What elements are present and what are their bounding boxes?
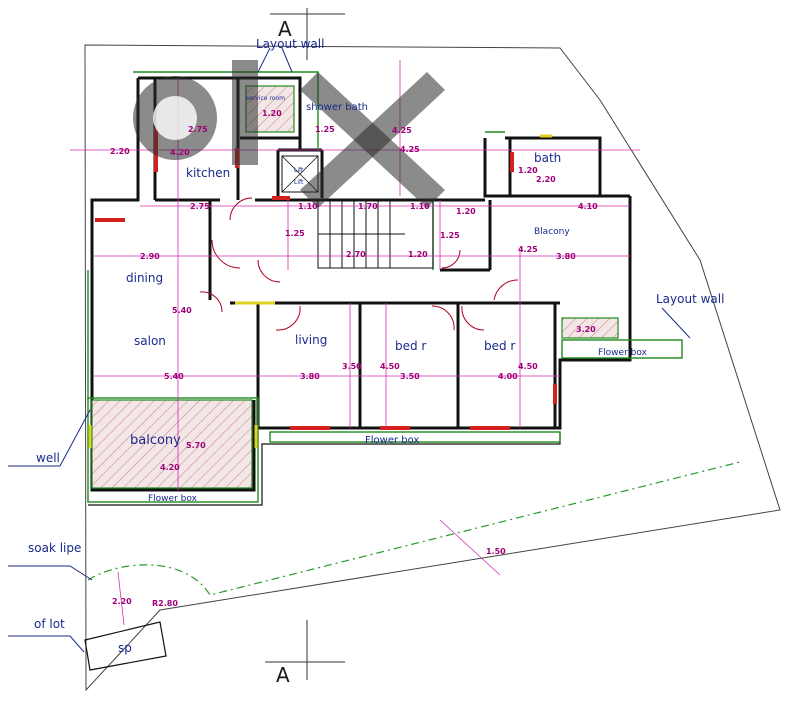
dim-1-10-a: 1.10 xyxy=(298,202,318,211)
stairs xyxy=(317,199,434,269)
watermark-logo xyxy=(133,60,445,208)
dim-5-40-a: 5.40 xyxy=(172,306,192,315)
dim-1-10-b: 1.10 xyxy=(410,202,430,211)
annotation-of-lot: of lot xyxy=(34,617,65,631)
dim-4-50-a: 4.50 xyxy=(380,362,400,371)
green-outline xyxy=(87,71,683,503)
dim-4-25-b: 4.25 xyxy=(400,145,420,154)
dim-3-80-a: 3.80 xyxy=(556,252,576,261)
dim-4-20: 4.20 xyxy=(170,148,190,157)
dim-2-20-left: 2.20 xyxy=(110,147,130,156)
dim-1-20-a: 1.20 xyxy=(262,109,282,118)
dim-2-20-bath: 2.20 xyxy=(536,175,556,184)
room-label-dining: dining xyxy=(126,271,163,285)
lot-boundary xyxy=(84,44,781,692)
dim-5-40-b: 5.40 xyxy=(164,372,184,381)
dim-3-80-b: 3.80 xyxy=(300,372,320,381)
dim-r2-80: R2.80 xyxy=(152,599,178,608)
bl-hatch xyxy=(561,317,619,339)
leader-lines xyxy=(8,47,691,653)
section-mark-top: A xyxy=(278,17,292,41)
dim-2-20-c: 2.20 xyxy=(112,597,132,606)
dim-3-50-b: 3.50 xyxy=(400,372,420,381)
dim-3-50-a: 3.50 xyxy=(342,362,362,371)
dim-1-20-c: 1.20 xyxy=(518,166,538,175)
room-label-kitchen: kitchen xyxy=(186,166,230,180)
dim-5-70: 5.70 xyxy=(186,441,206,450)
dim-4-25-a: 4.25 xyxy=(392,126,412,135)
room-label-sp: sp xyxy=(118,641,132,655)
room-label-bed-1: bed r xyxy=(395,339,426,353)
annotation-flower-box-1: Flower box xyxy=(148,494,198,504)
room-label-living: living xyxy=(295,333,327,347)
annotation-flower-box-3: Flower box xyxy=(598,348,648,358)
dim-4-50-b: 4.50 xyxy=(518,362,538,371)
room-label-blacony: Blacony xyxy=(534,227,570,237)
dim-1-25-a: 1.25 xyxy=(315,125,335,134)
exterior-walls xyxy=(88,76,632,506)
dim-4-10: 4.10 xyxy=(578,202,598,211)
section-line: A A xyxy=(265,8,345,687)
dim-2-90: 2.90 xyxy=(140,252,160,261)
annotation-soak-lipe: soak lipe xyxy=(28,541,81,555)
doors xyxy=(199,197,519,331)
dim-1-20-d: 1.20 xyxy=(408,250,428,259)
dim-1-70: 1.70 xyxy=(358,202,378,211)
dim-4-00: 4.00 xyxy=(498,372,518,381)
annotation-flower-box-2: Flower box xyxy=(365,435,419,446)
annotation-well: well xyxy=(36,451,60,465)
annotation-layout-wall-top: Layout wall xyxy=(256,37,324,51)
dimension-labels: 2.20 2.75 1.25 1.20 4.25 4.25 4.20 2.75 … xyxy=(110,109,598,608)
dim-3-20: 3.20 xyxy=(576,325,596,334)
room-label-balcony: balcony xyxy=(130,433,181,448)
annotation-layout-wall-right: Layout wall xyxy=(656,292,724,306)
balcony-hatch xyxy=(91,399,253,489)
sp-box xyxy=(84,621,167,671)
room-label-salon: salon xyxy=(134,334,166,348)
dim-1-20-b: 1.20 xyxy=(456,207,476,216)
dim-4-20-b: 4.20 xyxy=(160,463,180,472)
annotation-lift-1: Lift xyxy=(294,167,304,174)
section-mark-bottom: A xyxy=(276,663,290,687)
dim-2-75-b: 2.75 xyxy=(190,202,210,211)
annotations: Layout wall Layout wall Flower box Flowe… xyxy=(28,37,724,631)
dim-2-75-a: 2.75 xyxy=(188,125,208,134)
room-label-bed-2: bed r xyxy=(484,339,515,353)
room-labels: kitchen dining salon living bed r bed r … xyxy=(118,95,570,655)
dim-1-25-b: 1.25 xyxy=(285,229,305,238)
annotation-lift-2: Lift xyxy=(294,179,304,186)
property-line xyxy=(87,461,741,596)
room-label-bath: bath xyxy=(534,151,561,165)
room-label-service-room: service room xyxy=(246,95,285,102)
dim-4-25-c: 4.25 xyxy=(518,245,538,254)
dim-2-70: 2.70 xyxy=(346,250,366,259)
room-label-shower-bath: shower bath xyxy=(306,102,368,113)
dim-1-50: 1.50 xyxy=(486,547,506,556)
dim-1-25-c: 1.25 xyxy=(440,231,460,240)
